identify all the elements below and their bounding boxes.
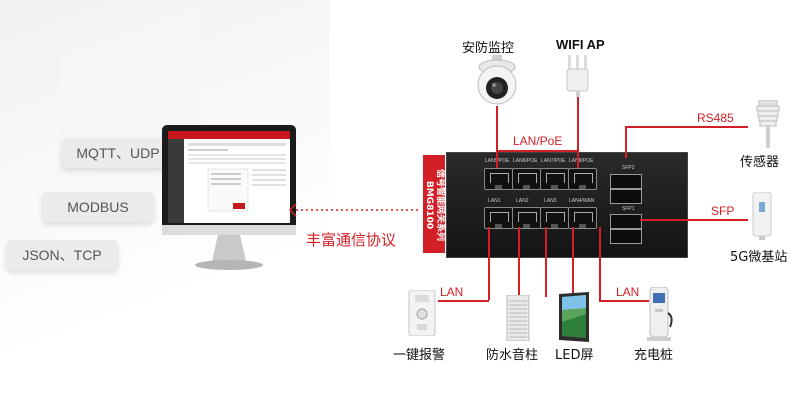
sfp-port xyxy=(610,214,642,229)
connection-line xyxy=(545,227,547,297)
protocol-mqtt-udp: MQTT、UDP xyxy=(62,138,174,168)
sfp-label: SFP1 xyxy=(622,206,635,212)
alarm-icon xyxy=(408,289,436,337)
sensor-icon xyxy=(755,99,781,148)
port-label: LAN3 xyxy=(544,198,557,204)
wifi-ap-icon xyxy=(565,55,591,97)
camera-icon xyxy=(472,55,522,107)
led-screen-icon xyxy=(556,292,592,342)
protocol-label: JSON、TCP xyxy=(22,247,102,263)
connection-line xyxy=(599,300,649,302)
protocol-arrow xyxy=(286,200,426,220)
sensor-label: 传感器 xyxy=(740,155,780,170)
port-label: LAN4/WAN xyxy=(569,198,595,204)
port-label: LAN8/POE xyxy=(569,158,594,164)
connection-line xyxy=(625,126,748,128)
wifi-label: WIFI AP xyxy=(556,37,605,52)
port-label: LAN7/POE xyxy=(541,158,566,164)
charger-icon xyxy=(644,286,674,341)
connection-line xyxy=(599,227,601,300)
lan-left-label: LAN xyxy=(440,285,464,299)
lan-poe-label: LAN/PoE xyxy=(513,134,563,148)
connection-line xyxy=(518,227,520,297)
speaker-label: 防水音柱 xyxy=(486,348,539,363)
connection-line xyxy=(488,227,490,300)
base-station-icon xyxy=(751,191,773,240)
connection-line xyxy=(496,106,498,168)
camera-label: 安防监控 xyxy=(462,41,515,56)
speaker-icon xyxy=(505,294,531,342)
protocol-modbus: MODBUS xyxy=(42,192,154,222)
device-series-label: 信号智能网关系列 xyxy=(435,168,446,242)
sfp-label: SFP2 xyxy=(622,165,635,171)
charger-label: 充电桩 xyxy=(634,348,674,363)
connection-line xyxy=(640,219,748,221)
protocol-label: MODBUS xyxy=(67,199,129,215)
sfp-line-label: SFP xyxy=(711,204,735,218)
device-model-label: BMG8100 xyxy=(424,180,435,230)
ethernet-port xyxy=(512,168,541,190)
ethernet-port xyxy=(484,207,513,229)
arrow-label: 丰富通信协议 xyxy=(306,231,397,249)
sfp-port xyxy=(610,229,642,244)
port-label: LAN2 xyxy=(516,198,529,204)
connection-line xyxy=(577,96,579,168)
alarm-label: 一键报警 xyxy=(393,348,446,363)
protocol-label: MQTT、UDP xyxy=(76,145,160,161)
sfp-port xyxy=(610,174,642,189)
port-label: LAN1 xyxy=(488,198,501,204)
ethernet-port xyxy=(540,168,569,190)
device-side-label xyxy=(423,155,445,253)
sfp-port xyxy=(610,189,642,204)
rs485-label: RS485 xyxy=(697,111,734,125)
ethernet-port xyxy=(512,207,541,229)
ethernet-port xyxy=(568,207,597,229)
connection-line xyxy=(496,150,578,152)
ethernet-port xyxy=(540,207,569,229)
ethernet-port xyxy=(568,168,597,190)
led-label: LED屏 xyxy=(555,348,594,363)
lan-right-label: LAN xyxy=(616,285,640,299)
protocol-json-tcp: JSON、TCP xyxy=(6,240,118,270)
connection-line xyxy=(438,300,489,302)
connection-line xyxy=(572,227,574,299)
port-label: LAN6/POE xyxy=(513,158,538,164)
monitor-illustration xyxy=(158,125,298,275)
connection-line xyxy=(625,126,627,158)
ethernet-port xyxy=(484,168,513,190)
base-station-label: 5G微基站 xyxy=(730,250,788,265)
